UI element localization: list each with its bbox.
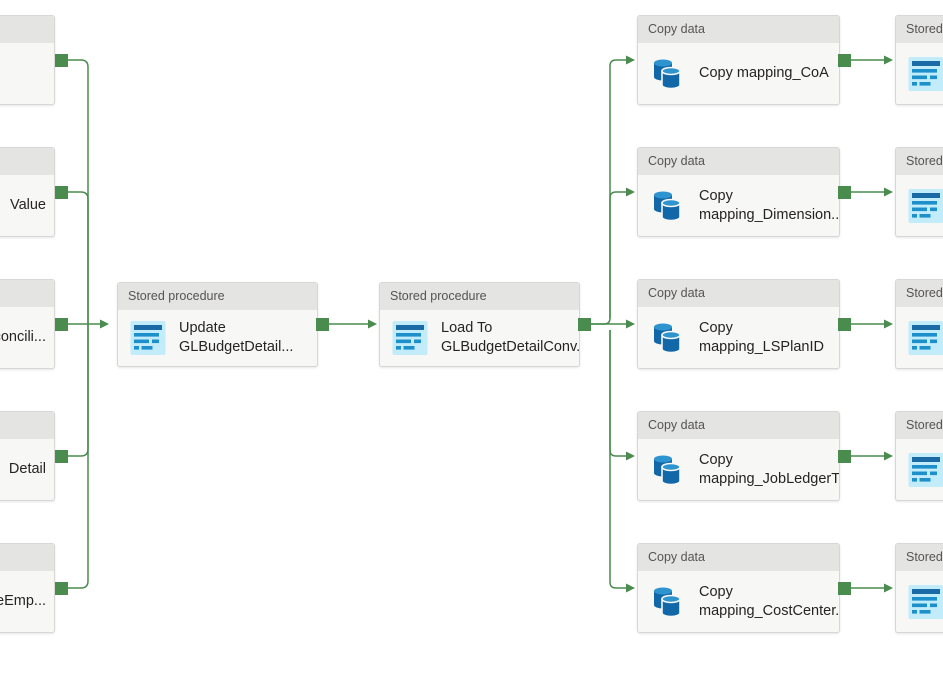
activity-header: Copy data bbox=[638, 280, 839, 307]
activity-header: Copy data bbox=[638, 412, 839, 439]
activity-header: Stored procedure bbox=[896, 544, 943, 571]
activity-header: Stored procedure bbox=[896, 16, 943, 43]
activity-label: Value bbox=[9, 197, 46, 213]
activity-label: Detail bbox=[8, 461, 46, 477]
output-port[interactable] bbox=[55, 581, 68, 595]
stored-procedure-icon bbox=[908, 56, 943, 91]
activity-header bbox=[0, 280, 54, 307]
output-port[interactable] bbox=[838, 449, 851, 463]
activity-copy-mapping-jobledger[interactable]: Copy data Copy mapping_JobLedgerT... bbox=[637, 411, 840, 501]
output-port[interactable] bbox=[578, 317, 591, 331]
activity-label: Copy mapping_CostCenter... bbox=[699, 583, 840, 619]
activity-label: Copy mapping_Dimension... bbox=[699, 187, 840, 223]
stored-procedure-icon bbox=[392, 321, 428, 355]
activity-label: Copy mapping_CoA bbox=[699, 65, 829, 81]
output-port[interactable] bbox=[316, 317, 329, 331]
output-port[interactable] bbox=[55, 449, 68, 463]
activity-copy-mapping-dimension[interactable]: Copy data Copy mapping_Dimension... bbox=[637, 147, 840, 237]
activity-node-left-5[interactable]: seEmp... bbox=[0, 543, 55, 633]
output-port[interactable] bbox=[55, 185, 68, 199]
activity-header: Stored procedure bbox=[896, 148, 943, 175]
stored-procedure-icon bbox=[908, 188, 943, 223]
copy-data-icon bbox=[654, 587, 681, 617]
activity-stored-right-4[interactable]: Stored procedure bbox=[895, 411, 943, 501]
activity-header: Copy data bbox=[638, 148, 839, 175]
activity-header bbox=[0, 544, 54, 571]
activity-label: Copy mapping_JobLedgerT... bbox=[699, 451, 840, 487]
activity-header: Stored procedure bbox=[380, 283, 579, 310]
copy-data-icon bbox=[654, 455, 681, 485]
activity-header: Copy data bbox=[638, 544, 839, 571]
activity-copy-mapping-costcenter[interactable]: Copy data Copy mapping_CostCenter... bbox=[637, 543, 840, 633]
copy-data-icon bbox=[654, 59, 681, 89]
activity-load-to-glbudgetdetailconv[interactable]: Stored procedure Load To GLBudgetDetailC… bbox=[379, 282, 580, 367]
output-port[interactable] bbox=[838, 317, 851, 331]
stored-procedure-icon bbox=[908, 452, 943, 487]
activity-header bbox=[0, 16, 54, 43]
activity-node-left-1[interactable] bbox=[0, 15, 55, 105]
activity-header: Stored procedure bbox=[896, 280, 943, 307]
stored-procedure-icon bbox=[908, 320, 943, 355]
activity-label: seEmp... bbox=[0, 593, 46, 609]
activity-header bbox=[0, 148, 54, 175]
activity-header: Stored procedure bbox=[896, 412, 943, 439]
output-port[interactable] bbox=[55, 53, 68, 67]
activity-stored-right-3[interactable]: Stored procedure bbox=[895, 279, 943, 369]
activity-header bbox=[0, 412, 54, 439]
activity-label: Copy mapping_LSPlanID bbox=[699, 319, 824, 355]
activity-stored-right-1[interactable]: Stored procedure bbox=[895, 15, 943, 105]
activity-copy-mapping-lsplanid[interactable]: Copy data Copy mapping_LSPlanID bbox=[637, 279, 840, 369]
stored-procedure-icon bbox=[130, 321, 166, 355]
activity-label: concili... bbox=[0, 329, 46, 345]
output-port[interactable] bbox=[838, 581, 851, 595]
activity-copy-mapping-coa[interactable]: Copy data Copy mapping_CoA bbox=[637, 15, 840, 105]
stored-procedure-icon bbox=[908, 584, 943, 619]
activity-label: Update GLBudgetDetail... bbox=[179, 320, 294, 355]
activity-update-glbudgetdetail[interactable]: Stored procedure Update GLBudgetDetail..… bbox=[117, 282, 318, 367]
activity-stored-right-5[interactable]: Stored procedure bbox=[895, 543, 943, 633]
activity-label: Load To GLBudgetDetailConv... bbox=[441, 320, 580, 355]
copy-data-icon bbox=[654, 191, 681, 221]
activity-header: Copy data bbox=[638, 16, 839, 43]
activity-header: Stored procedure bbox=[118, 283, 317, 310]
activity-node-left-3[interactable]: concili... bbox=[0, 279, 55, 369]
output-port[interactable] bbox=[55, 317, 68, 331]
output-port[interactable] bbox=[838, 53, 851, 67]
activity-node-left-2[interactable]: Value bbox=[0, 147, 55, 237]
activity-node-left-4[interactable]: Detail bbox=[0, 411, 55, 501]
activity-stored-right-2[interactable]: Stored procedure bbox=[895, 147, 943, 237]
output-port[interactable] bbox=[838, 185, 851, 199]
copy-data-icon bbox=[654, 323, 681, 353]
